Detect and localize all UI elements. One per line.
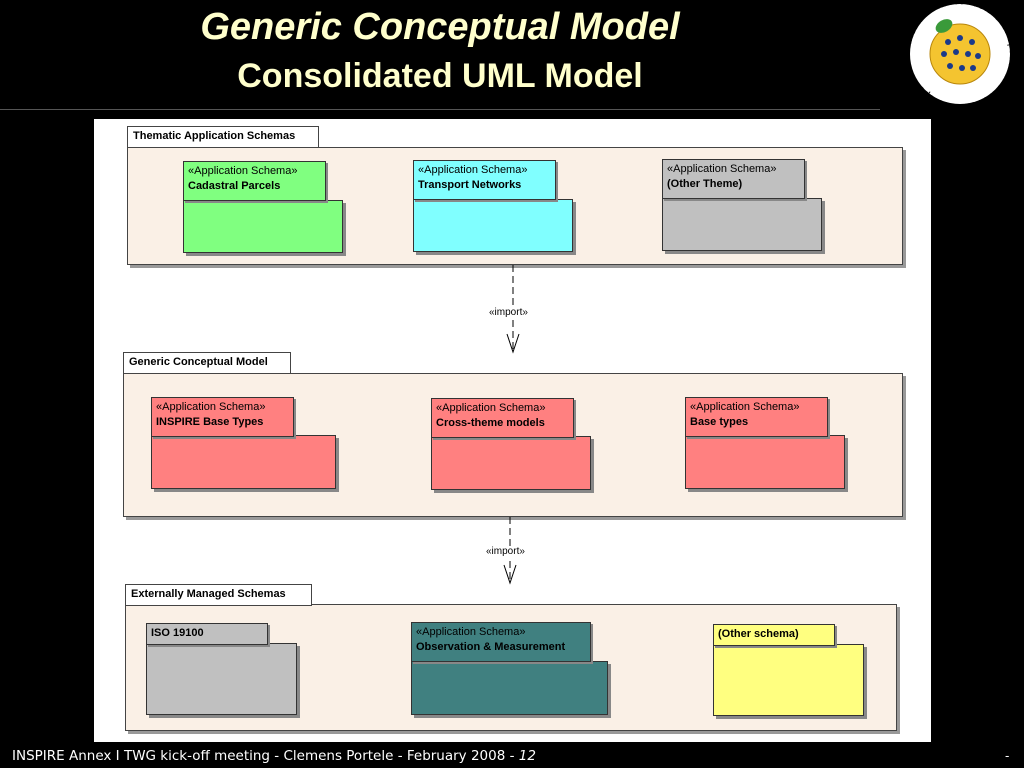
slide-title-line-1: Generic Conceptual Model — [200, 6, 680, 48]
frame-tab-label: Externally Managed Schemas — [125, 584, 312, 606]
package-cross-theme-models[interactable]: «Application Schema» Cross-theme models — [431, 398, 574, 438]
package-other-schema[interactable]: (Other schema) — [713, 624, 835, 646]
frame-tab-label: Thematic Application Schemas — [127, 126, 319, 148]
package-stereotype: «Application Schema» — [418, 164, 528, 176]
package-name: Base types — [690, 416, 749, 428]
package-stereotype: «Application Schema» — [690, 401, 800, 413]
inspire-logo: INSPIRE - Infrastructure for Spatial Inf… — [900, 0, 1020, 112]
import-dependency-arrows — [503, 265, 520, 585]
slide-title-line-2: Consolidated UML Model — [237, 57, 643, 95]
package-body-observation-measurement — [411, 661, 608, 715]
package-name: (Other Theme) — [667, 178, 743, 190]
slide-footer: INSPIRE Annex I TWG kick-off meeting - C… — [12, 748, 536, 764]
globe-icon: INSPIRE - Infrastructure for Spatial Inf… — [903, 0, 1018, 112]
package-name: Observation & Measurement — [416, 641, 566, 653]
package-cadastral-parcels[interactable]: «Application Schema» Cadastral Parcels — [183, 161, 326, 201]
package-body-cadastral-parcels — [183, 200, 343, 253]
uml-diagram-canvas: Thematic Application Schemas «Applicatio… — [94, 119, 931, 742]
import-label-lower: «import» — [486, 546, 525, 557]
package-stereotype: «Application Schema» — [667, 163, 777, 175]
package-body-inspire-base-types — [151, 435, 336, 489]
package-stereotype: «Application Schema» — [436, 402, 546, 414]
footer-text: INSPIRE Annex I TWG kick-off meeting - C… — [12, 748, 515, 764]
footer-right-mark: - — [1005, 748, 1010, 763]
package-stereotype: «Application Schema» — [156, 401, 266, 413]
package-transport-networks[interactable]: «Application Schema» Transport Networks — [413, 160, 556, 200]
package-iso-19100[interactable]: ISO 19100 — [146, 623, 268, 645]
package-name: INSPIRE Base Types — [156, 416, 264, 428]
import-arrowhead-upper — [506, 333, 520, 354]
package-body-other-schema — [713, 644, 864, 716]
package-body-cross-theme-models — [431, 436, 591, 490]
import-label-upper: «import» — [489, 307, 528, 318]
title-divider — [0, 109, 880, 110]
package-name: Transport Networks — [418, 179, 522, 191]
package-observation-measurement[interactable]: «Application Schema» Observation & Measu… — [411, 622, 591, 662]
package-name: ISO 19100 — [151, 627, 204, 639]
package-name: Cross-theme models — [436, 417, 545, 429]
package-name: (Other schema) — [718, 628, 799, 640]
package-base-types[interactable]: «Application Schema» Base types — [685, 397, 828, 437]
frame-tab-label: Generic Conceptual Model — [123, 352, 291, 374]
package-stereotype: «Application Schema» — [188, 165, 298, 177]
package-stereotype: «Application Schema» — [416, 626, 526, 638]
page-number: 12 — [518, 748, 536, 764]
package-name: Cadastral Parcels — [188, 180, 281, 192]
import-arrowhead-lower — [503, 564, 517, 585]
package-inspire-base-types[interactable]: «Application Schema» INSPIRE Base Types — [151, 397, 294, 437]
package-other-theme[interactable]: «Application Schema» (Other Theme) — [662, 159, 805, 199]
package-body-other-theme — [662, 198, 822, 251]
